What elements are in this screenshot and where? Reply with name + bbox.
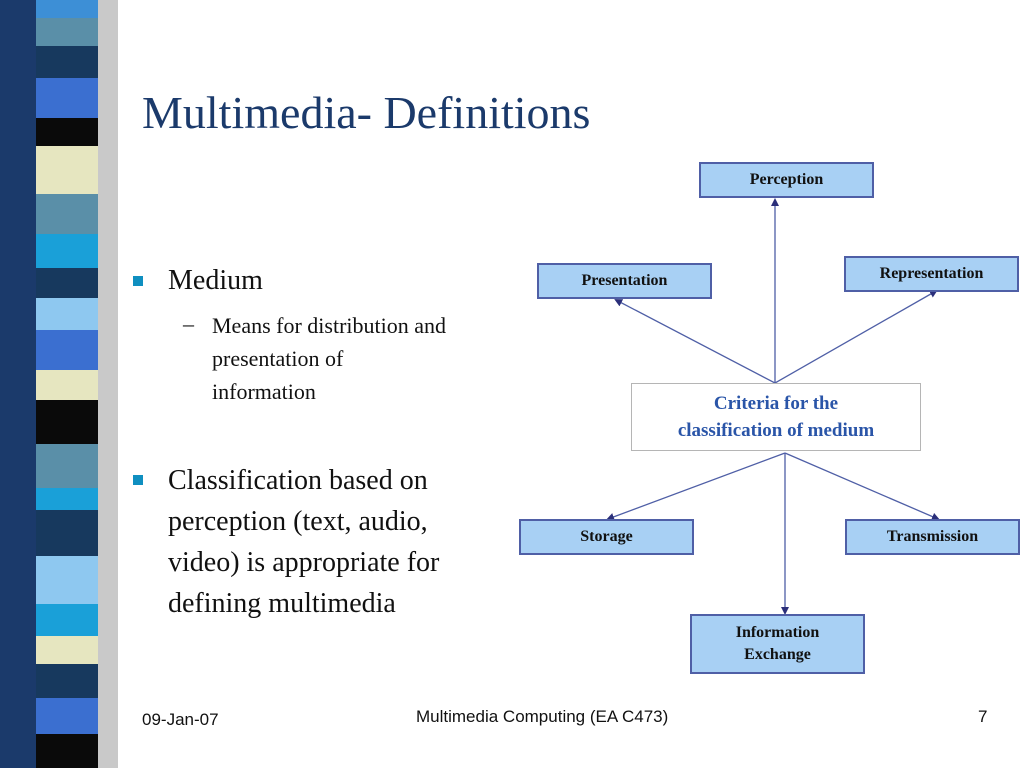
node-representation: Representation xyxy=(844,256,1019,292)
decorative-stripe xyxy=(0,0,118,768)
node-label: Transmission xyxy=(886,528,979,545)
center-label: classification of medium xyxy=(677,420,875,441)
sub-bullet-dash: – xyxy=(183,311,194,336)
node-perception: Perception xyxy=(699,162,874,198)
sub-bullet-text: Means for distribution and presentation … xyxy=(212,309,446,408)
center-label: Criteria for the xyxy=(713,393,839,414)
sub-bullet-line: presentation of xyxy=(212,346,344,371)
bullet-2-line: perception (text, audio, xyxy=(168,506,428,537)
bullet-1-line: Medium xyxy=(168,265,263,296)
node-storage: Storage xyxy=(519,519,694,555)
arrow-to-storage xyxy=(606,452,786,521)
sub-bullet-line: Means for distribution and xyxy=(212,313,447,338)
sub-bullet-line: information xyxy=(212,379,316,404)
node-label: Information xyxy=(735,624,820,641)
node-transmission: Transmission xyxy=(845,519,1020,555)
node-label: Exchange xyxy=(744,646,811,663)
bullet-2-line: defining multimedia xyxy=(168,588,396,619)
footer-page-number: 7 xyxy=(978,707,988,726)
bullet-marker xyxy=(133,475,143,485)
node-criteria-center: Criteria for the classification of mediu… xyxy=(631,383,921,451)
node-label: Storage xyxy=(580,528,633,545)
bullet-2-line: video) is appropriate for xyxy=(168,547,440,578)
bullet-marker xyxy=(133,276,143,286)
stripe-pattern-graphic xyxy=(0,0,118,768)
node-label: Perception xyxy=(749,171,824,188)
node-label: Representation xyxy=(879,265,984,282)
arrow-to-transmission xyxy=(784,452,940,521)
footer-date: 09-Jan-07 xyxy=(142,710,219,729)
bullet-2-text: Classification based on perception (text… xyxy=(168,460,439,624)
node-information-exchange: Information Exchange xyxy=(690,614,865,674)
bullet-1-text: Medium xyxy=(168,260,263,301)
bullet-2-line: Classification based on xyxy=(168,465,428,496)
arrow-to-representation xyxy=(774,290,938,384)
node-label: Presentation xyxy=(581,272,668,289)
footer-course: Multimedia Computing (EA C473) xyxy=(416,707,669,726)
node-presentation: Presentation xyxy=(537,263,712,299)
arrow-to-presentation xyxy=(614,299,776,384)
slide-title: Multimedia- Definitions xyxy=(142,87,591,138)
